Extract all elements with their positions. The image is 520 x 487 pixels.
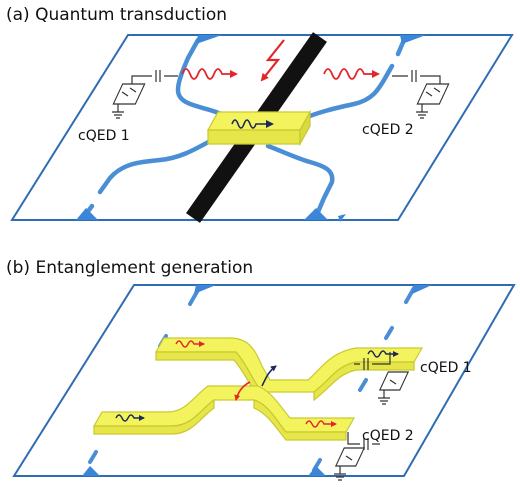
circuit-right-a <box>392 70 450 119</box>
panel-b-title: (b) Entanglement generation <box>6 258 253 278</box>
panel-a-title: (a) Quantum transduction <box>6 5 227 25</box>
circuit-bottom-b <box>334 432 380 481</box>
transducer-block <box>206 109 312 147</box>
panel-a: (a) Quantum transduction <box>6 5 514 223</box>
tapers-a <box>76 35 426 222</box>
optical-photon-icon <box>115 340 399 428</box>
cqed-2-label: cQED 2 <box>362 122 414 138</box>
yellow-waveguides <box>92 337 424 441</box>
tapers-b <box>82 285 432 476</box>
beamsplitter-arrow-icon <box>234 365 277 401</box>
cqed-1-label: cQED 1 <box>78 128 130 144</box>
panel-b: (b) Entanglement generation <box>6 258 516 481</box>
optical-photon-icon <box>231 119 274 129</box>
circuit-top-b <box>354 352 410 405</box>
cqed-1-label-b: cQED 1 <box>420 360 472 376</box>
circuit-left-a <box>112 70 178 119</box>
cqed-2-label-b: cQED 2 <box>362 428 414 444</box>
microwave-photon-icon <box>181 68 380 80</box>
lightning-icon <box>260 39 285 82</box>
